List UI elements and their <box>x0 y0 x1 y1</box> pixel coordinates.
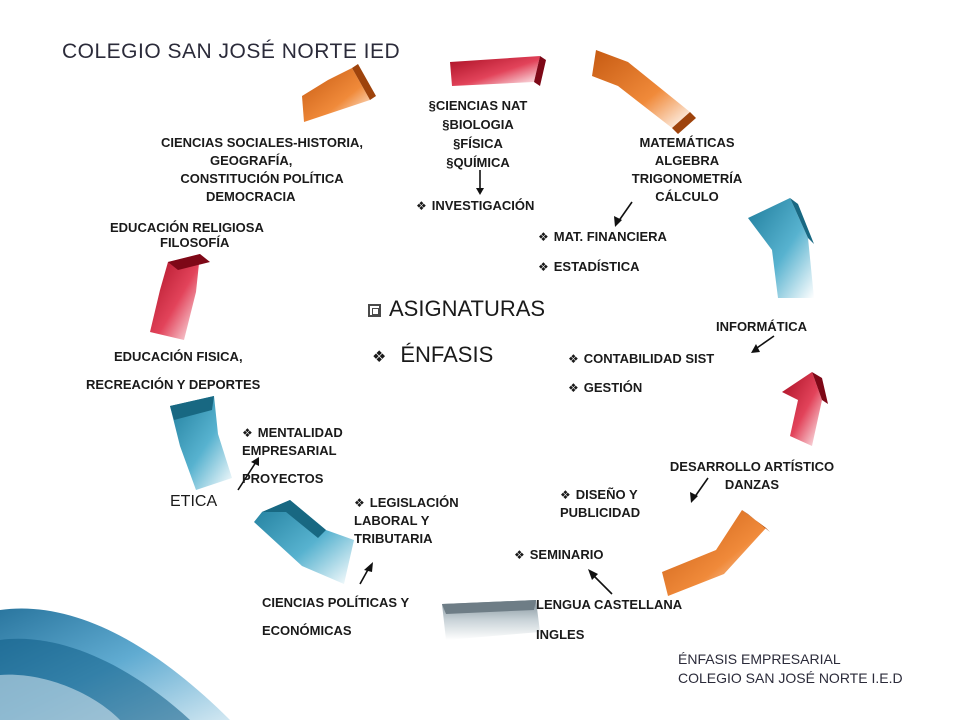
ring-segment-left-teal <box>170 396 232 490</box>
subject-ciencias-naturales: §CIENCIAS NAT §BIOLOGIA §FÍSICA §QUÍMICA <box>418 96 538 172</box>
diamond-bullet-icon: ❖ <box>560 488 571 502</box>
ring-segment-right-teal <box>748 198 814 298</box>
ring-segment-left-red <box>150 254 210 340</box>
enfasis-seminario: ❖SEMINARIO <box>514 547 604 562</box>
subject-line: DEMOCRACIA <box>206 189 296 204</box>
subject-educacion-fisica: EDUCACIÓN FISICA, <box>114 349 243 364</box>
subject-line: TRIGONOMETRÍA <box>631 171 743 186</box>
subject-line: CONSTITUCIÓN POLÍTICA <box>180 171 344 186</box>
ring-segment-bottom-right-orange <box>662 510 770 596</box>
ring-segment-top-red <box>450 56 546 86</box>
subject-ciencias-sociales: CIENCIAS SOCIALES-HISTORIA, GEOGRAFÍA, C… <box>128 134 396 206</box>
arrow-mat-financiera <box>617 201 633 223</box>
subject-artistico: DESARROLLO ARTÍSTICO DANZAS <box>646 458 858 494</box>
enfasis-estadistica: ❖ESTADÍSTICA <box>538 259 640 274</box>
legend-asignaturas-label: ASIGNATURAS <box>389 296 546 321</box>
enfasis-legislacion: ❖LEGISLACIÓN LABORAL Y TRIBUTARIA <box>354 495 459 546</box>
subject-line: §CIENCIAS NAT <box>428 98 528 113</box>
diamond-bullet-icon: ❖ <box>568 352 579 366</box>
arrow-etica <box>237 461 257 491</box>
page-title: COLEGIO SAN JOSÉ NORTE IED <box>62 40 401 63</box>
enfasis-diseno: ❖DISEÑO Y PUBLICIDAD <box>560 487 641 520</box>
legend-enfasis: ❖ ÉNFASIS <box>372 342 493 368</box>
diamond-bullet-icon: ❖ <box>242 426 253 440</box>
subject-line: DANZAS <box>724 477 780 492</box>
subject-line: §FÍSICA <box>453 136 503 151</box>
subject-line: CÁLCULO <box>655 189 719 204</box>
enfasis-mat-financiera: ❖MAT. FINANCIERA <box>538 229 667 244</box>
square-bullet-icon <box>368 303 381 317</box>
arrow-heads <box>251 188 760 580</box>
subject-informatica: INFORMÁTICA <box>716 319 807 334</box>
subject-religiosa: EDUCACIÓN RELIGIOSA FILOSOFÍA <box>110 220 264 250</box>
subject-line: DESARROLLO ARTÍSTICO <box>669 459 835 474</box>
subject-ingles: INGLES <box>536 627 585 642</box>
footer: ÉNFASIS EMPRESARIAL COLEGIO SAN JOSÉ NOR… <box>678 650 903 688</box>
legend-asignaturas: ASIGNATURAS <box>368 296 545 322</box>
subject-recreacion: RECREACIÓN Y DEPORTES <box>86 377 261 392</box>
ring-segment-right-red <box>782 372 828 446</box>
ring-segment-bottom-gray <box>442 600 540 640</box>
footer-line-1: ÉNFASIS EMPRESARIAL <box>678 651 841 667</box>
diamond-bullet-icon: ❖ <box>354 496 365 510</box>
diamond-bullet-icon: ❖ <box>416 199 427 213</box>
ring-segment-bottom-left-teal <box>254 500 354 584</box>
arrow-diseno <box>693 477 709 499</box>
subject-lengua-castellana: LENGUA CASTELLANA <box>536 597 683 612</box>
subject-line: CIENCIAS SOCIALES-HISTORIA, <box>160 135 363 150</box>
arrow-seminario <box>591 573 613 595</box>
subject-ciencias-politicas: CIENCIAS POLÍTICAS Y <box>262 595 410 610</box>
legend-enfasis-label: ÉNFASIS <box>400 342 494 367</box>
diamond-bullet-icon: ❖ <box>538 260 549 274</box>
subject-line: §BIOLOGIA <box>442 117 514 132</box>
subject-matematicas: MATEMÁTICAS ALGEBRA TRIGONOMETRÍA CÁLCUL… <box>612 134 762 206</box>
subject-line: GEOGRAFÍA, <box>210 153 293 168</box>
subject-etica: ETICA <box>170 493 218 510</box>
diamond-bullet-icon: ❖ <box>514 548 525 562</box>
subject-economicas: ECONÓMICAS <box>262 623 352 638</box>
footer-line-2: COLEGIO SAN JOSÉ NORTE I.E.D <box>678 670 903 686</box>
diamond-bullet-icon: ❖ <box>372 349 387 366</box>
diamond-bullet-icon: ❖ <box>568 381 579 395</box>
subject-line: MATEMÁTICAS <box>639 135 735 150</box>
subject-line: EDUCACIÓN RELIGIOSA <box>110 220 264 235</box>
subject-line: FILOSOFÍA <box>160 235 230 250</box>
diamond-bullet-icon: ❖ <box>538 230 549 244</box>
ring-segment-top-right-orange <box>592 50 696 134</box>
subject-line: ALGEBRA <box>654 153 720 168</box>
enfasis-proyectos: PROYECTOS <box>242 471 324 486</box>
enfasis-gestion: ❖GESTIÓN <box>568 380 643 395</box>
ring-segment-top-left-orange <box>302 64 376 122</box>
subject-line: §QUÍMICA <box>446 155 510 170</box>
background-swoosh <box>0 608 230 720</box>
enfasis-investigacion: ❖INVESTIGACIÓN <box>416 198 535 213</box>
enfasis-mentalidad: ❖MENTALIDAD EMPRESARIAL <box>242 425 343 458</box>
enfasis-contabilidad: ❖CONTABILIDAD SIST <box>568 351 715 366</box>
